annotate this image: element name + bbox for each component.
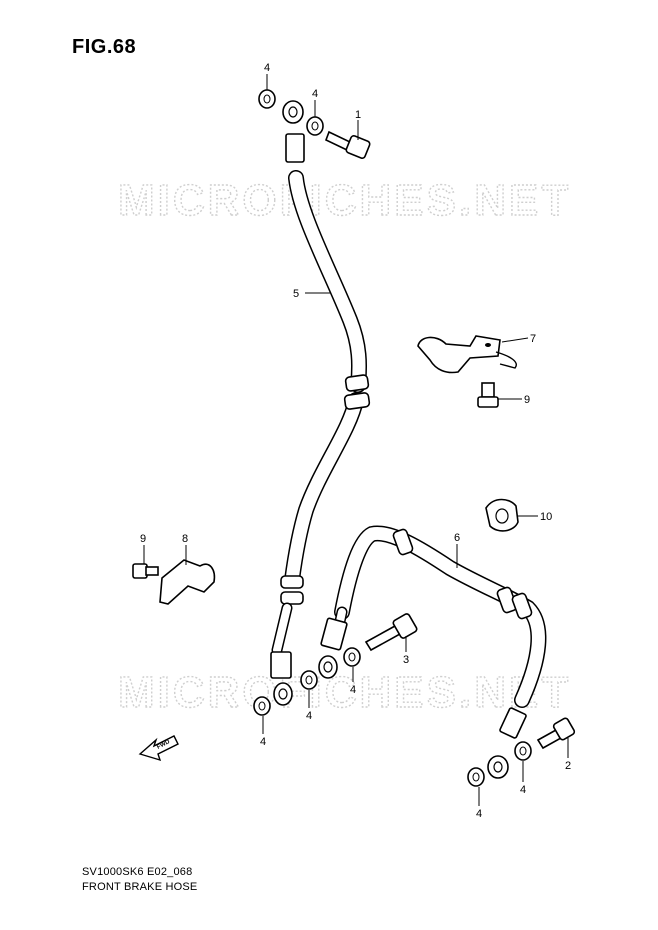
- callout-washer-left: 4: [306, 710, 312, 722]
- leader-lines: [143, 74, 569, 806]
- callout-washer-top: 4: [312, 88, 318, 100]
- union-bolt-3: [364, 613, 418, 652]
- figure-title: FIG.68: [72, 36, 137, 58]
- callout-bolt-9-lower: 9: [140, 533, 146, 545]
- brake-hose-lower: [318, 525, 547, 779]
- union-bolt-2: [536, 717, 576, 750]
- clamp-7: [417, 335, 517, 374]
- callout-washer-right: 4: [520, 784, 526, 796]
- bolt-9-lower: [132, 563, 159, 579]
- fwd-arrow-icon: FWD: [138, 735, 179, 762]
- callout-bracket-8: 8: [182, 533, 188, 545]
- callouts: 4 4 1 5 7 9 10 6 9 8 3 4 4 4 2 4 4: [140, 62, 571, 820]
- callout-clamp-10: 10: [540, 511, 552, 523]
- watermark-top: MICROFICHES.NET: [118, 176, 571, 225]
- watermark-bottom: MICROFICHES.NET: [118, 668, 571, 717]
- callout-union-bolt-2: 2: [565, 760, 571, 772]
- callout-union-bolt-3: 3: [403, 654, 409, 666]
- callout-washer-top-left: 4: [264, 62, 270, 74]
- callout-clamp-7: 7: [530, 333, 536, 345]
- callout-bolt-9-upper: 9: [524, 394, 530, 406]
- caption-section-name: FRONT BRAKE HOSE: [82, 881, 198, 893]
- bracket-8: [159, 559, 216, 605]
- callout-hose-5: 5: [293, 288, 299, 300]
- callout-hose-6: 6: [454, 532, 460, 544]
- washers: [253, 89, 532, 787]
- union-bolt-1: [324, 130, 371, 159]
- callout-union-bolt-1: 1: [355, 109, 361, 121]
- clamp-10: [485, 498, 519, 532]
- callout-washer-far-left: 4: [260, 736, 266, 748]
- caption-drawing-code: SV1000SK6 E02_068: [82, 866, 193, 878]
- callout-washer-bottom: 4: [476, 808, 482, 820]
- bolt-9-upper: [477, 382, 499, 408]
- callout-washer-mid: 4: [350, 684, 356, 696]
- brake-hose-upper: [270, 100, 371, 706]
